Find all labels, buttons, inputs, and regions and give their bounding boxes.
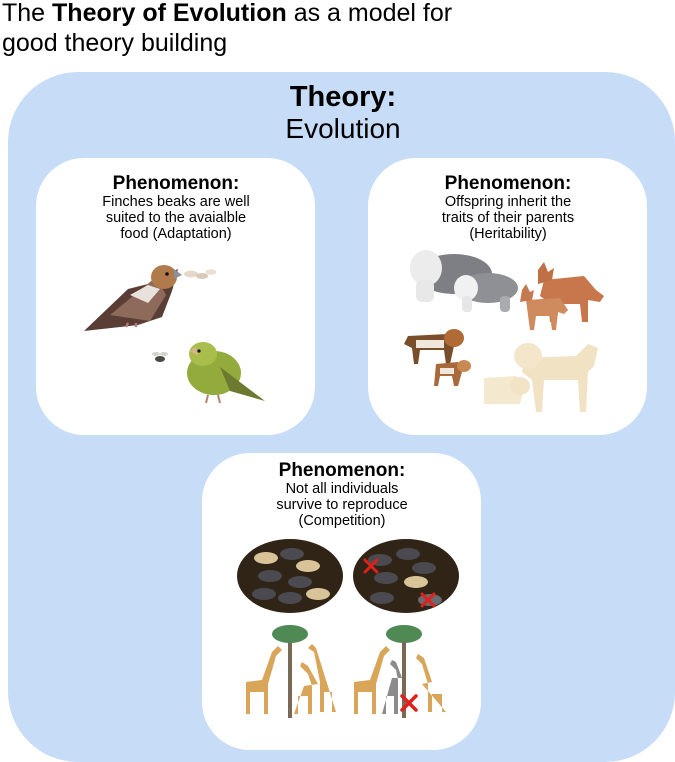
phenomenon-line: (Heritability) [469, 226, 547, 242]
phenomenon-line: food (Adaptation) [120, 226, 232, 242]
phenomenon-line: survive to reproduce [276, 497, 408, 513]
finches-illustration [84, 265, 265, 404]
giraffe-icon [382, 660, 402, 714]
dingo-icon [520, 262, 604, 330]
red-cross-icon [363, 558, 436, 608]
greenfinch-icon [187, 342, 265, 404]
phenomenon-line: traits of their parents [441, 210, 575, 226]
labrador-icon [484, 343, 598, 412]
phenomenon-line: Not all individuals [285, 481, 399, 497]
theory-label: Theory: [289, 81, 397, 113]
red-cross-icon [400, 694, 418, 712]
seed-icon [184, 269, 217, 279]
title-line1-post: as a model for [286, 0, 453, 27]
giraffes-illustration [246, 625, 446, 718]
fly-icon [152, 352, 168, 362]
dogs-illustration [404, 250, 604, 412]
phenomenon-heading: Phenomenon: [444, 173, 572, 194]
phenomenon-text-adaptation: Phenomenon: Finches beaks are well suite… [56, 173, 296, 243]
sheepdog-icon [410, 250, 518, 312]
phenomenon-line: Finches beaks are well [102, 194, 250, 210]
phenomenon-line: Offspring inherit the [444, 194, 572, 210]
beagle-icon [404, 329, 471, 386]
phenomenon-line: (Competition) [298, 513, 386, 529]
phenomenon-line: suited to the avaialble [105, 210, 247, 226]
phenomenon-heading: Phenomenon: [278, 460, 406, 481]
giraffe-icon [246, 644, 446, 714]
title-pre: The [2, 0, 53, 27]
mice-habitat-illustration [237, 539, 459, 613]
title-line2: good theory building [2, 29, 228, 57]
theory-heading: Theory: Evolution [200, 81, 486, 145]
hawfinch-icon [84, 265, 182, 331]
title-bold: Theory of Evolution [52, 0, 287, 27]
phenomenon-heading: Phenomenon: [112, 173, 240, 194]
tree-icon [272, 625, 422, 718]
phenomenon-card-adaptation [36, 158, 315, 435]
theory-name: Evolution [285, 113, 401, 144]
figure-title: The Theory of Evolution as a model for g… [2, 0, 642, 58]
phenomenon-text-heritability: Phenomenon: Offspring inherit the traits… [388, 173, 628, 243]
phenomenon-text-competition: Phenomenon: Not all individuals survive … [222, 460, 462, 530]
mouse-icon [252, 548, 330, 604]
